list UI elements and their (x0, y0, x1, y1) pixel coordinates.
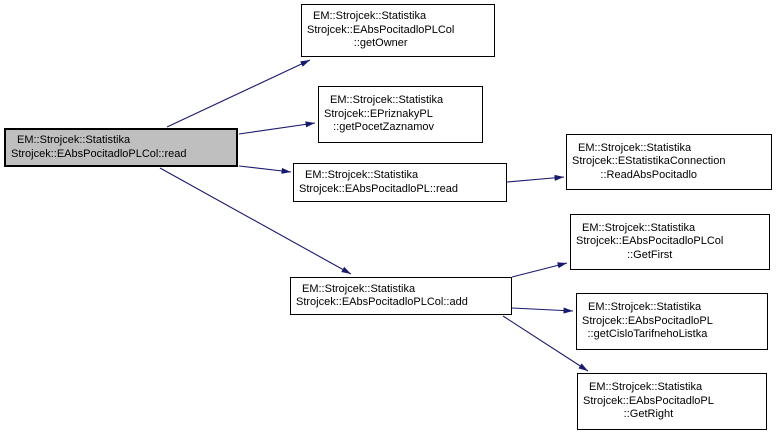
node-eabspocitadloplcol-add[interactable]: EM::Strojcek::Statistika Strojcek::EAbsP… (290, 277, 512, 315)
node-label: EM::Strojcek::Statistika Strojcek::EPriz… (324, 94, 443, 135)
node-getright[interactable]: EM::Strojcek::Statistika Strojcek::EAbsP… (577, 373, 767, 430)
node-label-line: ::GetFirst (627, 248, 673, 261)
node-label-line: EM::Strojcek::Statistika (330, 94, 444, 107)
node-label: EM::Strojcek::Statistika Strojcek::EAbsP… (299, 169, 458, 196)
node-label-line: EM::Strojcek::Statistika (582, 221, 696, 234)
node-label-line: ::GetRight (623, 408, 674, 421)
edge-add-to-getfirst (511, 262, 568, 278)
edge-read-to-eabspocitadlopl-read (238, 165, 292, 174)
node-label-line: Strojcek::EAbsPocitadloPL::read (299, 182, 458, 195)
node-label-line: ::getCisloTarifnehoListka (587, 328, 708, 341)
node-label: EM::Strojcek::Statistika Strojcek::EAbsP… (11, 134, 186, 161)
node-getpocetzaznamov[interactable]: EM::Strojcek::Statistika Strojcek::EPriz… (318, 86, 483, 143)
node-label: EM::Strojcek::Statistika Strojcek::EAbsP… (582, 301, 713, 342)
edge-read-to-getpocetzaznamov (238, 121, 316, 135)
node-getcislotarifneholistka[interactable]: EM::Strojcek::Statistika Strojcek::EAbsP… (576, 293, 768, 350)
edge-read-to-getowner (166, 59, 311, 128)
node-label-line: ::ReadAbsPocitadlo (600, 168, 698, 181)
node-label-line: EM::Strojcek::Statistika (305, 169, 419, 181)
node-label-line: Strojcek::EAbsPocitadloPLCol (307, 23, 455, 36)
node-label-line: Strojcek::EAbsPocitadloPL (583, 394, 714, 407)
node-label: EM::Strojcek::Statistika Strojcek::EAbsP… (307, 10, 454, 51)
node-label-line: EM::Strojcek::Statistika (302, 282, 416, 295)
node-label-line: Strojcek::EPriznakyPL (324, 107, 433, 120)
node-label: EM::Strojcek::Statistika Strojcek::EAbsP… (576, 222, 723, 263)
node-eabspocitadloplcol-read[interactable]: EM::Strojcek::Statistika Strojcek::EAbsP… (4, 128, 238, 167)
node-label-line: Strojcek::EAbsPocitadloPLCol::add (296, 296, 468, 308)
node-label-line: EM::Strojcek::Statistika (17, 134, 131, 146)
node-label-line: ::getOwner (353, 37, 408, 50)
node-label-line: EM::Strojcek::Statistika (589, 381, 703, 394)
node-label-line: Strojcek::EAbsPocitadloPL (582, 314, 713, 327)
node-readabspocitadlo[interactable]: EM::Strojcek::Statistika Strojcek::EStat… (566, 134, 772, 190)
node-label-line: EM::Strojcek::Statistika (313, 10, 427, 23)
node-label-line: EM::Strojcek::Statistika (588, 301, 702, 314)
node-label-line: Strojcek::EAbsPocitadloPLCol::read (11, 147, 187, 160)
node-label-line: Strojcek::EAbsPocitadloPLCol (576, 235, 724, 248)
node-getfirst[interactable]: EM::Strojcek::Statistika Strojcek::EAbsP… (570, 214, 770, 270)
node-label-line: EM::Strojcek::Statistika (578, 141, 692, 154)
node-label: EM::Strojcek::Statistika Strojcek::EAbsP… (296, 283, 468, 310)
node-eabspocitadlopl-read[interactable]: EM::Strojcek::Statistika Strojcek::EAbsP… (293, 163, 507, 202)
node-label-line: ::getPocetZaznamov (333, 121, 434, 134)
node-label-line: Strojcek::EStatistikaConnection (572, 155, 726, 168)
node-label: EM::Strojcek::Statistika Strojcek::EAbsP… (583, 381, 714, 422)
node-getowner[interactable]: EM::Strojcek::Statistika Strojcek::EAbsP… (301, 4, 495, 57)
node-label: EM::Strojcek::Statistika Strojcek::EStat… (572, 142, 725, 183)
edge-add-to-getcislotarifneholistka (511, 307, 574, 314)
edge-eabspocitadlopl-read-to-readabspocitadlo (506, 174, 565, 183)
